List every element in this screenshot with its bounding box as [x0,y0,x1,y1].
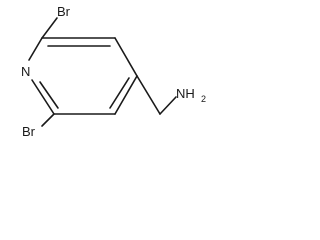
bond-ch2-to-amine [159,96,177,115]
atom-bromine-top: Br [57,4,71,19]
chemical-structure-diagram: Br N Br NH 2 [0,0,210,138]
bond-bottom-left-to-n [31,79,55,115]
atom-pyridine-nitrogen: N [21,64,30,79]
atom-bromine-bottom: Br [22,124,36,138]
atom-amine-h-subscript: 2 [201,94,206,104]
bond-n-to-top-carbon [28,37,43,61]
atom-amine-nitrogen: NH [176,86,195,101]
bond-ring-to-ch2 [136,75,161,115]
double-bond-left-inner [39,81,59,109]
bond-upper-right-to-ring-right [114,37,138,77]
bond-ring-right-to-bottom-right [114,75,138,115]
bond-to-br-top [41,17,58,39]
double-bond-right-inner [109,77,130,109]
bond-to-br-bottom [41,113,55,127]
molecule-drawing: Br N Br NH 2 [21,4,206,138]
